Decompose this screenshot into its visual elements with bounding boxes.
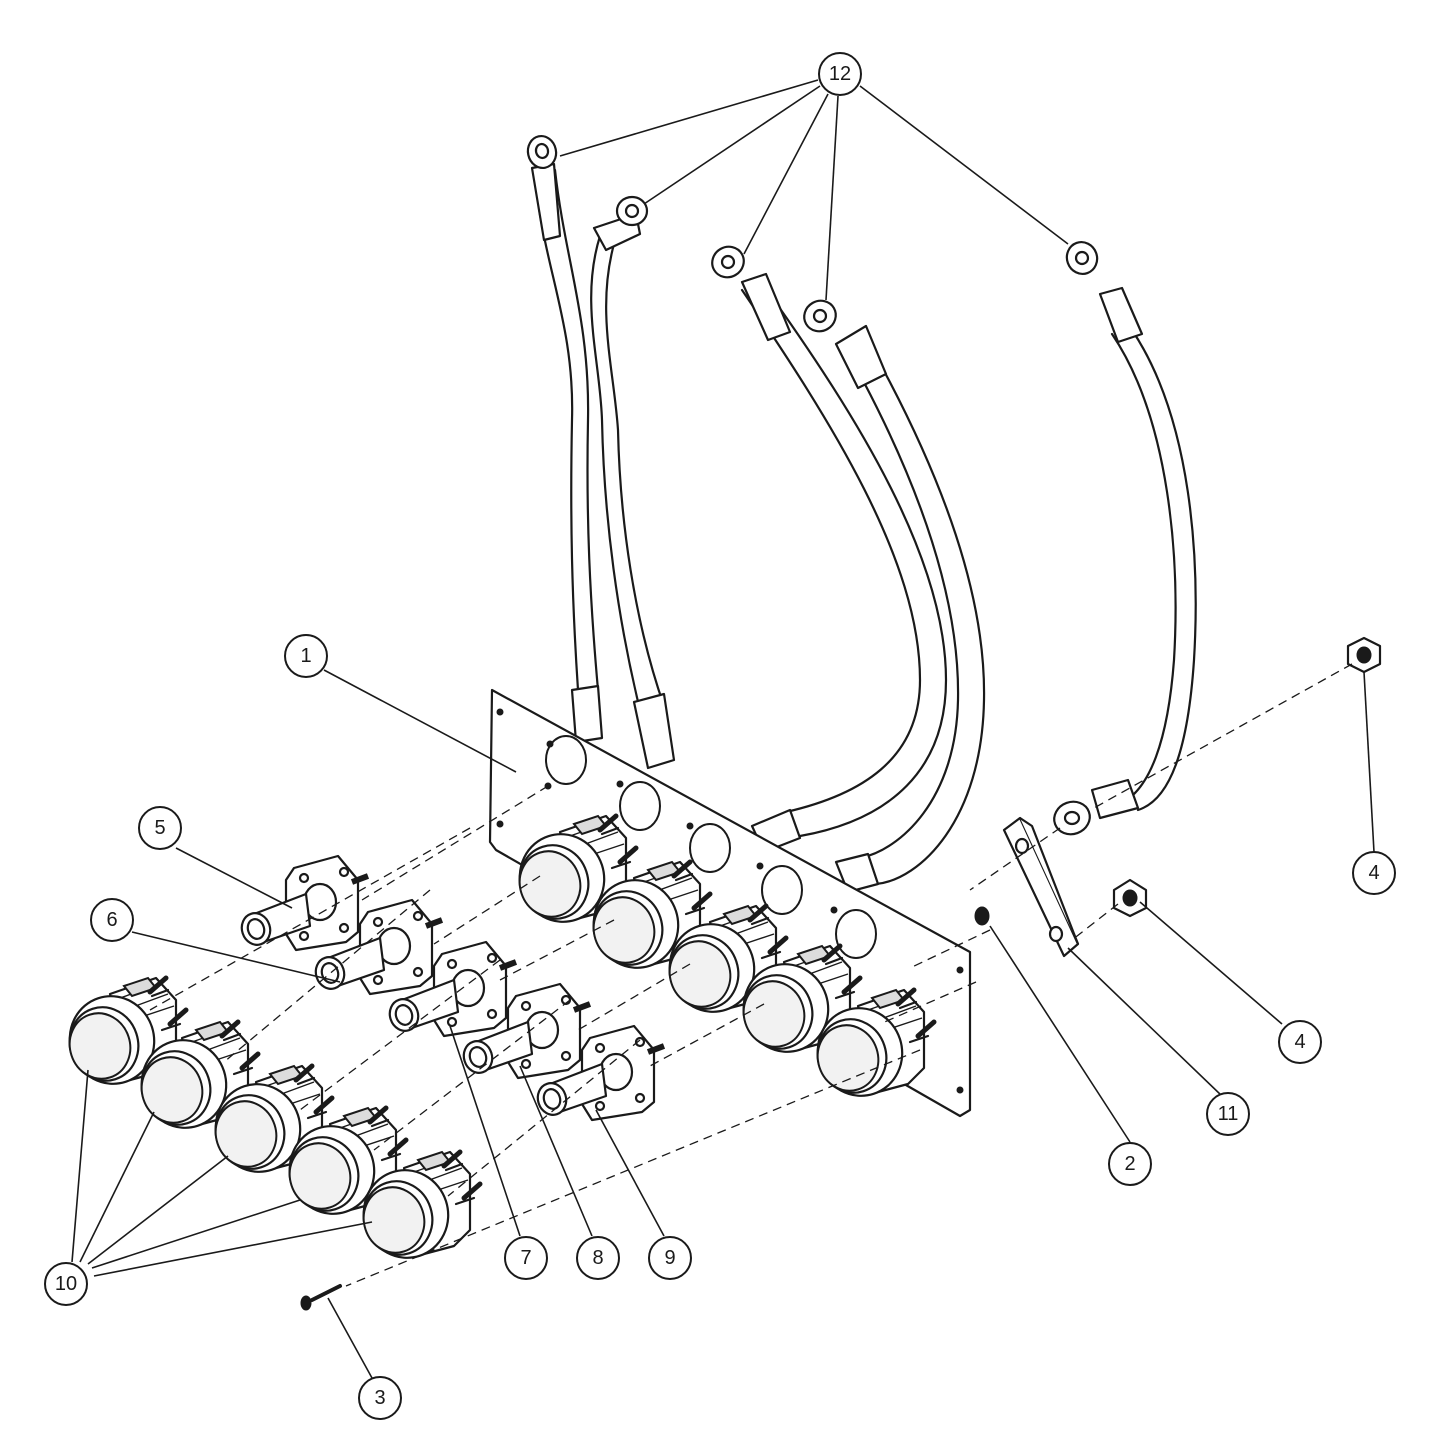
callout-1: 1 [284,634,328,678]
alignment-lines [149,663,1353,1287]
insert [974,906,990,926]
svg-text:8: 8 [592,1247,603,1269]
callout-5: 5 [138,806,182,850]
callout-6: 6 [90,898,134,942]
svg-text:5: 5 [154,817,165,839]
callout-2: 2 [1108,1142,1152,1186]
callout-8: 8 [576,1236,620,1280]
callout-10: 10 [44,1262,88,1306]
cable-assembly [526,134,1197,894]
nut-lower [1112,878,1148,918]
nut-upper [1346,636,1382,674]
svg-text:3: 3 [374,1387,385,1409]
svg-text:9: 9 [664,1247,675,1269]
svg-text:6: 6 [106,909,117,931]
callout-9: 9 [648,1236,692,1280]
bus-bar [1002,816,1080,958]
svg-text:2: 2 [1124,1153,1135,1175]
callout-11: 11 [1206,1092,1250,1136]
svg-text:4: 4 [1368,862,1379,884]
callout-3: 3 [358,1376,402,1420]
screw [300,1284,342,1311]
callout-7: 7 [504,1236,548,1280]
svg-text:7: 7 [520,1247,531,1269]
callout-4-upper: 4 [1352,851,1396,895]
svg-text:1: 1 [300,645,311,667]
callout-4-lower: 4 [1278,1020,1322,1064]
svg-text:12: 12 [829,63,851,85]
leader-lines [71,79,1375,1379]
svg-text:11: 11 [1218,1103,1239,1125]
svg-text:4: 4 [1294,1031,1305,1053]
callout-12: 12 [818,52,862,96]
svg-text:10: 10 [55,1273,77,1295]
